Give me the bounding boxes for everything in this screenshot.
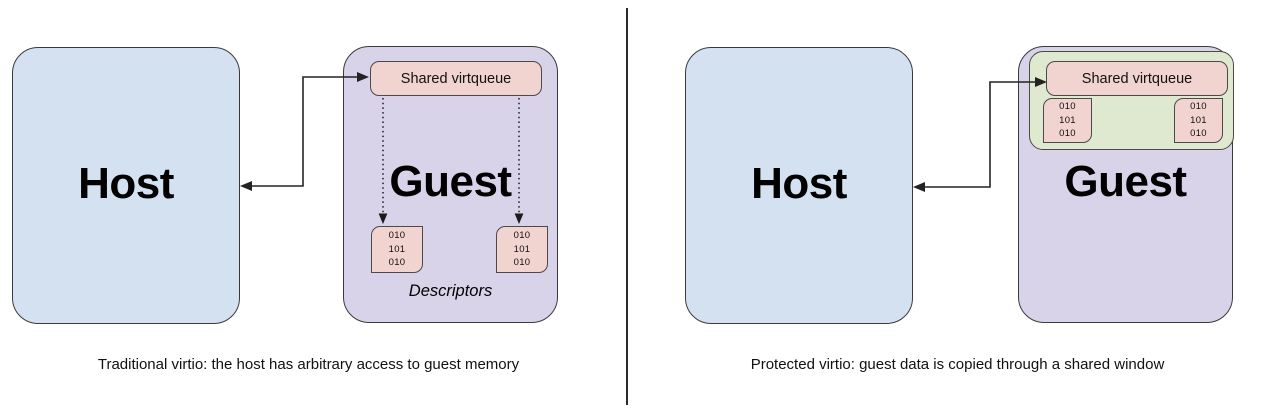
descriptors-caption-traditional: Descriptors xyxy=(408,282,493,300)
panel-protected-virtio: Host Guest Shared virtqueue 010 101 010 … xyxy=(633,0,1266,408)
descriptor-bits-line-3: 010 xyxy=(388,257,406,269)
descriptor-box-protected-2[interactable]: 010 101 010 xyxy=(1174,98,1223,143)
descriptor-bits-line-2: 101 xyxy=(1190,114,1207,126)
descriptor-box-traditional-2[interactable]: 010 101 010 xyxy=(496,226,548,273)
shared-virtqueue-label-traditional: Shared virtqueue xyxy=(400,70,512,87)
descriptor-bits-line-2: 101 xyxy=(1059,114,1076,126)
descriptor-bits-line-1: 010 xyxy=(1190,100,1207,112)
descriptor-bits-line-3: 010 xyxy=(1190,128,1207,140)
host-label-traditional: Host xyxy=(78,159,174,208)
host-label-protected: Host xyxy=(751,159,847,208)
descriptor-box-protected-1[interactable]: 010 101 010 xyxy=(1043,98,1092,143)
descriptor-bits-line-1: 010 xyxy=(388,229,406,241)
panel-traditional-virtio: Host Guest Shared virtqueue 010 101 010 … xyxy=(12,46,558,373)
descriptor-box-traditional-1[interactable]: 010 101 010 xyxy=(371,226,423,273)
shared-virtqueue-box-traditional[interactable]: Shared virtqueue xyxy=(370,61,542,96)
descriptor-bits-line-1: 010 xyxy=(513,229,531,241)
shared-virtqueue-label-protected: Shared virtqueue xyxy=(1081,70,1193,87)
descriptor-bits-line-3: 010 xyxy=(1059,128,1076,140)
guest-label-protected: Guest xyxy=(1064,157,1187,206)
descriptor-bits-line-1: 010 xyxy=(1059,100,1076,112)
host-box-protected[interactable] xyxy=(685,47,913,324)
guest-label-traditional: Guest xyxy=(389,157,512,206)
panel-divider xyxy=(626,8,628,405)
descriptor-bits-line-3: 010 xyxy=(513,257,531,269)
host-box-traditional[interactable] xyxy=(12,47,240,324)
descriptor-bits-line-2: 101 xyxy=(388,243,406,255)
shared-virtqueue-box-protected[interactable]: Shared virtqueue xyxy=(1046,61,1228,96)
panel-caption-protected: Protected virtio: guest data is copied t… xyxy=(750,356,1165,373)
panel-caption-traditional: Traditional virtio: the host has arbitra… xyxy=(97,356,520,373)
descriptor-bits-line-2: 101 xyxy=(513,243,531,255)
